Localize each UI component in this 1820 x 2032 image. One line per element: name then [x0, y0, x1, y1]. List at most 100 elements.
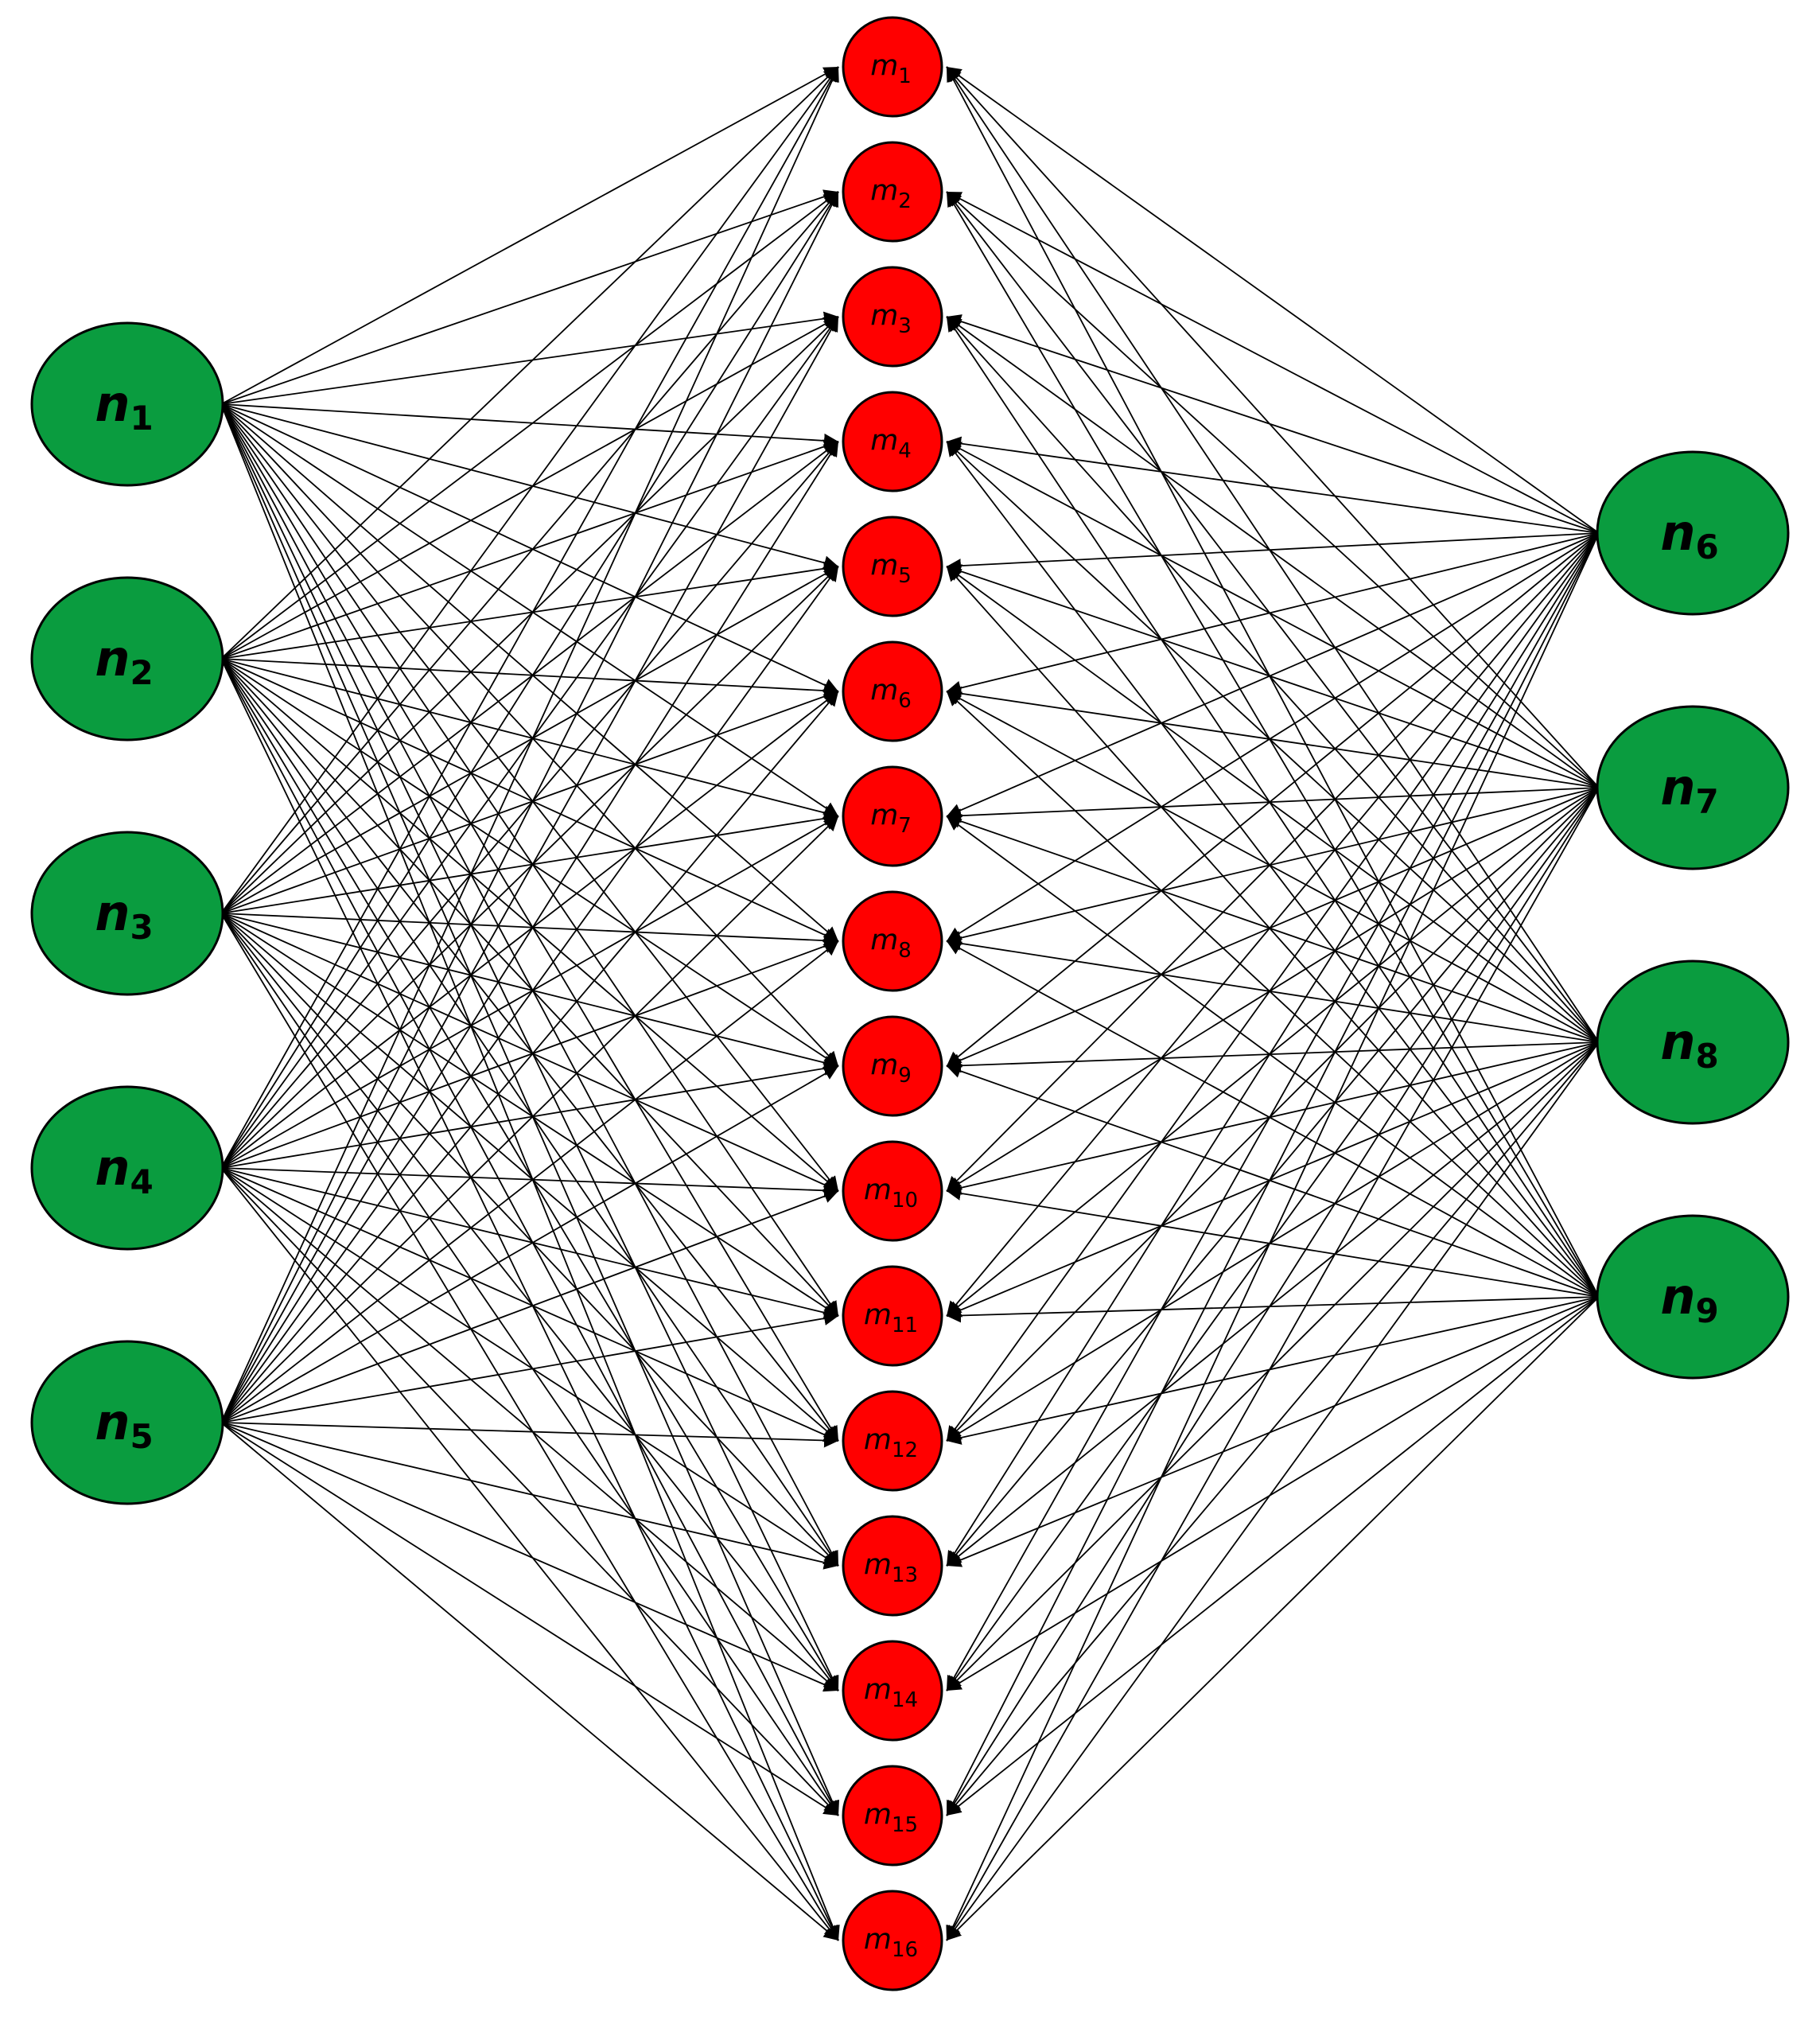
edge-n3-m9 — [220, 913, 839, 1070]
edge-n6-m12 — [946, 532, 1600, 1442]
edge-n1-m7 — [220, 403, 839, 817]
edge-n5-m10 — [220, 1189, 839, 1423]
edge-n9-m7 — [946, 816, 1600, 1298]
edge-n5-m2 — [220, 191, 839, 1423]
middle_nodes-label-0: m1 — [870, 49, 912, 88]
edge-n8-m13 — [946, 1041, 1600, 1567]
edge-n5-m12 — [220, 1422, 839, 1448]
edge-n4-m3 — [220, 316, 839, 1169]
node-n2-circle — [30, 576, 224, 742]
edge-n7-m8 — [946, 787, 1600, 945]
edge-n2-m12 — [220, 658, 839, 1442]
node-n9: n9 — [1596, 1214, 1790, 1380]
edge-n8-m12 — [946, 1041, 1600, 1442]
edge-n9-m12 — [946, 1296, 1600, 1445]
edge-n4-m12 — [220, 1167, 839, 1442]
edge-n6-m15 — [946, 532, 1600, 1816]
node-m1-circle — [842, 16, 943, 118]
node-m16: m16 — [842, 1890, 943, 1991]
edge-n7-m16 — [946, 787, 1600, 1941]
edge-n3-m13 — [220, 913, 839, 1567]
edge-n8-m9 — [946, 1041, 1600, 1073]
edge-n9-m3 — [946, 316, 1600, 1298]
edge-n5-m13 — [220, 1422, 839, 1570]
edge-n7-m15 — [946, 787, 1600, 1816]
middle_nodes-label-1: m2 — [870, 174, 912, 213]
node-n6-circle — [1596, 450, 1790, 616]
edge-n5-m8 — [220, 940, 839, 1423]
node-m7-circle — [842, 765, 943, 867]
edge-n5-m11 — [220, 1311, 839, 1423]
edge-n1-m12 — [220, 403, 839, 1442]
edge-n1-m10 — [220, 403, 839, 1192]
edge-n3-m3 — [220, 316, 839, 914]
node-m14: m14 — [842, 1640, 943, 1742]
edge-n9-m10 — [946, 1185, 1600, 1298]
node-m11: m11 — [842, 1265, 943, 1367]
edge-n9-m4 — [946, 441, 1600, 1298]
edge-n8-m11 — [946, 1041, 1600, 1318]
node-m5: m5 — [842, 516, 943, 617]
edge-n3-m2 — [220, 191, 839, 914]
edge-n9-m15 — [946, 1296, 1600, 1816]
node-n4: n4 — [30, 1085, 224, 1251]
edge-n7-m14 — [946, 787, 1600, 1691]
edge-n7-m2 — [946, 191, 1600, 788]
edge-n9-m13 — [946, 1296, 1600, 1567]
edge-n8-m3 — [946, 316, 1600, 1043]
edge-n7-m12 — [946, 787, 1600, 1442]
edge-n5-m6 — [220, 691, 839, 1423]
edge-n1-m13 — [220, 403, 839, 1567]
edge-n7-m3 — [946, 316, 1600, 788]
edge-n7-m9 — [946, 787, 1600, 1068]
edge-n6-m11 — [946, 532, 1600, 1317]
node-m7: m7 — [842, 765, 943, 867]
left_nodes-label-1: n2 — [95, 629, 153, 691]
edge-n2-m5 — [220, 561, 839, 660]
edge-n9-m5 — [946, 566, 1600, 1298]
node-n5: n5 — [30, 1340, 224, 1505]
edge-n7-m10 — [946, 787, 1600, 1192]
node-m12: m12 — [842, 1390, 943, 1492]
node-n1: n1 — [30, 321, 224, 487]
edge-n4-m14 — [220, 1167, 839, 1691]
edge-n8-m10 — [946, 1041, 1600, 1195]
edge-n3-m6 — [220, 689, 839, 914]
node-n8-circle — [1596, 960, 1790, 1125]
edge-n5-m16 — [220, 1422, 839, 1941]
edge-n9-m6 — [946, 691, 1600, 1298]
edge-n5-m1 — [220, 66, 839, 1423]
edge-n6-m1 — [946, 66, 1600, 534]
node-m4-circle — [842, 391, 943, 492]
edge-n5-m14 — [220, 1422, 839, 1692]
right_nodes-label-1: n7 — [1660, 758, 1718, 820]
edge-n1-m11 — [220, 403, 839, 1317]
middle_nodes-label-12: m13 — [864, 1548, 918, 1587]
edge-n6-m4 — [946, 436, 1600, 534]
edge-n6-m13 — [946, 532, 1600, 1567]
node-m8-circle — [842, 890, 943, 992]
edge-n1-m1 — [220, 66, 839, 405]
edge-n4-m1 — [220, 66, 839, 1169]
edge-n3-m16 — [220, 913, 839, 1941]
edge-n9-m2 — [946, 191, 1600, 1298]
edge-n6-m6 — [946, 532, 1600, 695]
left_nodes-label-0: n1 — [95, 375, 153, 437]
edge-n3-m8 — [220, 913, 839, 948]
edge-n4-m9 — [220, 1061, 839, 1169]
edge-n5-m4 — [220, 441, 839, 1423]
nodes-layer: n1n2n3n4n5n6n7n8n9m1m2m3m4m5m6m7m8m9m10m… — [30, 16, 1790, 1991]
middle_nodes-label-14: m15 — [864, 1798, 918, 1837]
edge-n4-m11 — [220, 1167, 839, 1320]
edge-n7-m6 — [946, 686, 1600, 788]
node-n1-circle — [30, 321, 224, 487]
edge-n6-m10 — [946, 532, 1600, 1192]
node-n7: n7 — [1596, 705, 1790, 870]
node-n3-circle — [30, 831, 224, 996]
edge-n2-m3 — [220, 316, 839, 660]
edge-n6-m14 — [946, 532, 1600, 1691]
middle_nodes-label-10: m11 — [864, 1298, 918, 1337]
right_nodes-label-2: n8 — [1660, 1013, 1718, 1075]
edge-n5-m9 — [220, 1065, 839, 1423]
edge-n2-m6 — [220, 658, 839, 699]
